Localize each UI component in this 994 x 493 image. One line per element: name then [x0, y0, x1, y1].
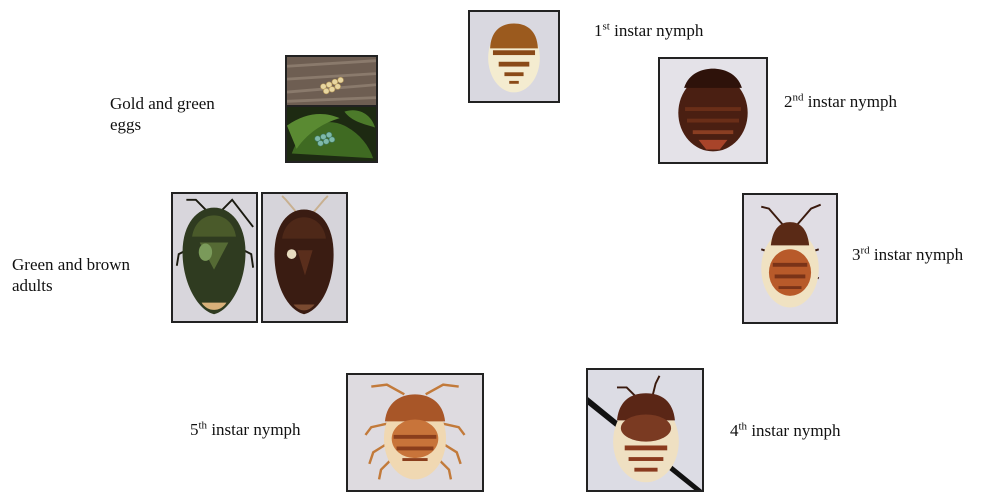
fifth-instar-photo — [346, 373, 484, 492]
eggs-green-photo — [285, 105, 378, 163]
third-instar-photo — [742, 193, 838, 324]
second-instar-label: 2nd instar nymph — [784, 91, 897, 112]
first-instar-label: 1st instar nymph — [594, 20, 703, 41]
green-adult-photo — [171, 192, 258, 323]
fourth-instar-label: 4th instar nymph — [730, 420, 841, 441]
third-instar-label: 3rd instar nymph — [852, 244, 963, 265]
brown-adult-photo — [261, 192, 348, 323]
fourth-instar-photo — [586, 368, 704, 492]
second-instar-photo — [658, 57, 768, 164]
eggs-gold-photo — [285, 55, 378, 107]
fifth-instar-label: 5th instar nymph — [190, 419, 301, 440]
first-instar-photo — [468, 10, 560, 103]
